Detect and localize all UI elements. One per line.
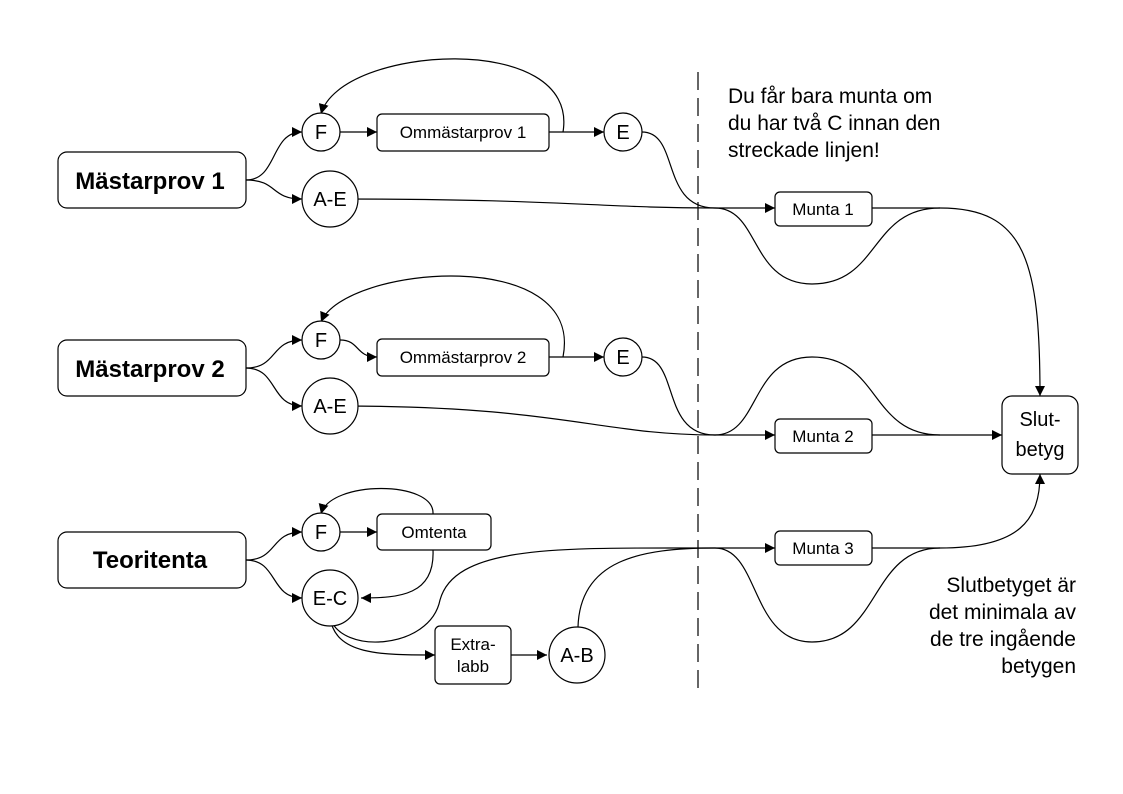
edge-tt-to-ec [245,559,303,603]
node-munta2-label: Munta 2 [792,427,853,446]
node-mp1-f: F [301,112,341,152]
node-tt-extralabb-label-line2: labb [457,657,489,676]
edge-tt-omtenta-loop-back [318,487,434,515]
node-tt-ab-label: A-B [560,645,593,667]
edge-tt-ab-to-munta3 [577,547,716,628]
node-tt-f-label: F [315,522,327,544]
node-teoritenta: Teoritenta [57,531,247,589]
node-slutbetyg-label-line1: Slut- [1019,409,1060,431]
edge-munta2-bypass-high [714,356,941,436]
node-mp2-ae-label: A-E [313,396,346,418]
node-tt-omtenta-label: Omtenta [401,523,467,542]
note-top-line1: Du får bara munta om [728,85,932,108]
edge-tt-ec-to-extralabb [329,616,436,660]
edge-mp1-e-to-munta1 [641,131,775,213]
edge-mp2-e-to-munta2 [641,356,775,440]
note-top: Du får bara munta om du har två C innan … [728,85,940,162]
node-tt-extralabb-label-line1: Extra- [450,635,495,654]
node-mp1-e: E [603,112,643,152]
note-bottom: Slutbetyget är det minimala av de tre in… [929,574,1077,678]
node-tt-ec: E-C [301,569,359,627]
node-tt-ab: A-B [548,626,606,684]
node-tt-f: F [301,512,341,552]
note-top-line2: du har två C innan den [728,112,940,135]
node-slutbetyg-label-line2: betyg [1016,439,1065,461]
edge-tt-ec-to-munta3 [329,543,775,643]
edge-munta1-bypass-low [714,207,941,285]
node-mp2-ae: A-E [301,377,359,435]
edge-mp1-omm-loop-back [318,58,565,133]
edge-mp2-to-f [245,335,303,369]
node-munta1: Munta 1 [774,191,873,227]
edge-munta3-bypass-low [714,547,941,643]
edge-mp1-to-f [245,127,303,181]
node-mp1-f-label: F [315,122,327,144]
node-mastarprov1-label: Mästarprov 1 [75,168,224,195]
node-tt-omtenta: Omtenta [376,513,492,551]
node-munta3: Munta 3 [774,530,873,566]
edge-mp2-f-to-omm [339,339,378,362]
node-tt-ec-label: E-C [313,588,347,610]
edges [245,58,1045,660]
node-munta2: Munta 2 [774,418,873,454]
node-mp1-ommastarprov: Ommästarprov 1 [376,113,550,152]
node-mp2-f: F [301,320,341,360]
edge-munta1-to-slut [939,207,1045,397]
edge-mp2-ae-to-munta2 [339,405,716,436]
edge-tt-omtenta-to-ec [360,549,434,603]
node-munta1-label: Munta 1 [792,200,853,219]
node-mp2-e: E [603,337,643,377]
node-mp1-e-label: E [616,122,629,144]
node-mastarprov2: Mästarprov 2 [57,339,247,397]
node-mp2-e-label: E [616,347,629,369]
node-mp1-ae: A-E [301,170,359,228]
note-bottom-line1: Slutbetyget är [946,574,1076,597]
edge-mp1-ae-to-munta1 [339,198,716,209]
node-mp2-f-label: F [315,330,327,352]
note-bottom-line4: betygen [1001,655,1076,678]
edge-mp2-to-ae [245,367,303,411]
edge-mp1-to-ae [245,179,303,204]
node-mastarprov1: Mästarprov 1 [57,151,247,209]
edge-munta3-to-slut [939,473,1045,549]
edge-tt-to-f [245,527,303,561]
node-teoritenta-label: Teoritenta [93,547,208,574]
node-mp2-ommastarprov-label: Ommästarprov 2 [400,348,527,367]
note-top-line3: streckade linjen! [728,139,880,162]
note-bottom-line3: de tre ingående [930,628,1076,651]
node-munta3-label: Munta 3 [792,539,853,558]
node-mp1-ommastarprov-label: Ommästarprov 1 [400,123,527,142]
node-mp2-ommastarprov: Ommästarprov 2 [376,338,550,377]
node-mp1-ae-label: A-E [313,189,346,211]
note-bottom-line2: det minimala av [929,601,1077,624]
node-tt-extralabb: Extra- labb [434,625,512,685]
node-mastarprov2-label: Mästarprov 2 [75,356,224,383]
node-slutbetyg: Slut- betyg [1001,395,1079,475]
edge-mp2-omm-loop-back [320,275,566,358]
